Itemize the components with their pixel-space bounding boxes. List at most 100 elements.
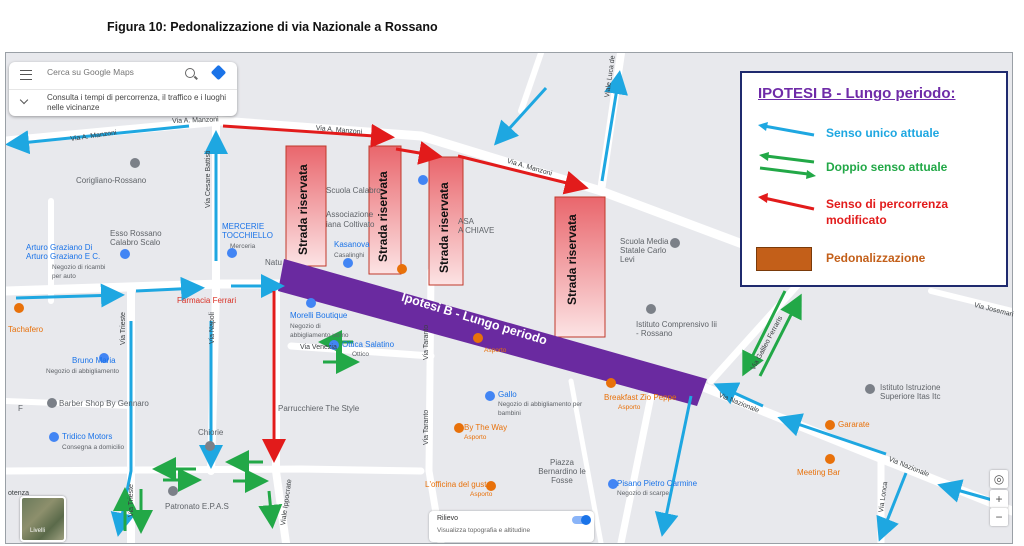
reserved-lane-2 (368, 145, 402, 275)
relief-layer-card[interactable]: Rilievo Visualizza topografia e altitudi… (429, 511, 594, 542)
poi-pin (130, 158, 140, 168)
search-input[interactable] (47, 67, 177, 77)
layers-label: Livelli (30, 528, 46, 534)
street-label-trieste-2: Via Trieste (128, 484, 135, 517)
place-tridico: Tridico Motors (62, 432, 113, 441)
reserved-lane-3 (428, 156, 464, 286)
place-gallo-sub: Negozio di abbigliamento per bambini (498, 401, 583, 417)
poi-pin (120, 249, 130, 259)
one-way-arrows (6, 70, 997, 542)
poi-pin (486, 481, 496, 491)
place-bruno: Bruno Maria (72, 356, 116, 365)
place-by-the-way-sub: Asporto (464, 434, 487, 441)
legend-one-way-icon (758, 122, 815, 137)
search-icon[interactable] (185, 68, 195, 78)
poi-pin (825, 420, 835, 430)
two-way-arrows (113, 290, 802, 534)
reserved-lane-label-2: Strada riservata (376, 171, 390, 262)
poi-pin (306, 298, 316, 308)
poi-markers (14, 158, 875, 496)
place-breakfast: Breakfast Zio Peppe (604, 393, 677, 402)
place-nat: Natu (265, 258, 282, 267)
place-bruno-sub: Negozio di abbigliamento (46, 368, 119, 375)
poi-pin (825, 454, 835, 464)
modified-direction-arrows (222, 123, 589, 463)
place-scuola-calabro: Scuola Calabro (326, 186, 381, 195)
place-tridico-sub: Consegna a domicilio (62, 444, 125, 451)
legend-label-two-way: Doppio senso attuale (826, 160, 948, 174)
search-row[interactable] (9, 62, 237, 86)
place-gararate: Gararate (838, 420, 870, 429)
place-associazione: Associazione (326, 210, 374, 219)
poi-pin (205, 441, 215, 451)
reserved-lanes (285, 145, 606, 338)
street-label-trieste-1: Via Trieste (120, 312, 127, 345)
place-asporto: Asporto (484, 347, 507, 354)
place-officina-sub: Asporto (470, 491, 493, 498)
street-label-venezia: Via Venezia (300, 344, 337, 351)
zoom-out-button[interactable]: − (990, 508, 1008, 526)
place-corigliano: Corigliano-Rossano (76, 176, 147, 185)
place-coltivatori: iana Coltivato (326, 220, 375, 229)
poi-pin (485, 391, 495, 401)
menu-icon[interactable] (20, 70, 32, 80)
street-label-potenza: otenza (8, 490, 30, 497)
chevron-down-icon[interactable] (19, 95, 29, 105)
reserved-lane-4 (554, 196, 606, 338)
place-istituto: Istituto Comprensivo Iii - Rossano (636, 320, 717, 338)
relief-title: Rilievo (437, 515, 459, 522)
place-officina: L'officina del gusto (425, 480, 491, 489)
place-casa-chiave: ASA A CHIAVE (458, 217, 495, 235)
place-pisano-sub: Negozio di scarpe (617, 490, 670, 497)
place-parrucchiere: Parrucchiere The Style (278, 404, 360, 413)
layers-button[interactable] (20, 496, 66, 542)
legend-box: IPOTESI B - Lungo periodo: Senso unico a… (740, 71, 1008, 287)
place-piazza: Piazza Bernardino le Fosse (538, 458, 586, 485)
place-farmacia: Farmacia Ferrari (177, 296, 237, 305)
zoom-in-button[interactable]: + (990, 490, 1008, 508)
locate-me-icon[interactable]: ◎ (990, 470, 1008, 488)
place-merceria-sub: Merceria (230, 243, 256, 250)
place-arturo: Arturo Graziano Di Arturo Graziano E C. (26, 243, 101, 261)
nearby-hint-text: Consulta i tempi di percorrenza, il traf… (47, 93, 227, 112)
place-f: F (18, 404, 23, 413)
legend-label-modified-2: modificato (826, 213, 887, 227)
place-scuola-media: Scuola Media Statale Carlo Levi (620, 237, 669, 264)
place-breakfast-sub: Asporto (618, 404, 641, 411)
poi-pin (865, 384, 875, 394)
place-barber: Barber Shop By Gennaro (59, 399, 149, 408)
place-tachafero: Tachafero (8, 325, 44, 334)
legend-label-pedestrian: Pedonalizzazione (826, 251, 926, 265)
legend-label-modified-1: Senso di percorrenza (826, 197, 949, 211)
place-pisano: Pisano Pietro Carmine (617, 479, 698, 488)
legend-label-one-way: Senso unico attuale (826, 126, 940, 140)
place-gallo: Gallo (498, 390, 517, 399)
poi-pin (418, 175, 428, 185)
place-morelli: Morelli Boutique (290, 311, 348, 320)
poi-pin (168, 486, 178, 496)
street-label-napoli: Via Napoli (209, 312, 216, 344)
maps-search-box[interactable]: Consulta i tempi di percorrenza, il traf… (9, 62, 237, 116)
directions-icon[interactable] (210, 64, 227, 81)
poi-pin (343, 258, 353, 268)
poi-pin (49, 432, 59, 442)
poi-pin (227, 248, 237, 258)
place-istituto-sup: Istituto Istruzione Superiore Itas Itc (880, 383, 941, 401)
poi-pin (606, 378, 616, 388)
figure-caption: Figura 10: Pedonalizzazione di via Nazio… (107, 20, 438, 34)
place-chiorie: Chiorie (198, 428, 224, 437)
zoom-controls[interactable]: ◎ + − (990, 470, 1008, 540)
poi-pin (14, 303, 24, 313)
poi-pin (473, 333, 483, 343)
nearby-hint-row[interactable]: Consulta i tempi di percorrenza, il traf… (9, 89, 237, 117)
legend-modified-icon (758, 193, 815, 211)
street-label-taranto-1: Via Taranto (423, 324, 430, 360)
place-by-the-way: By The Way (464, 423, 508, 432)
relief-toggle[interactable] (572, 515, 591, 525)
poi-pin (608, 479, 618, 489)
place-merceria: MERCERIE TOCCHIELLO (222, 222, 273, 240)
place-meeting: Meeting Bar (797, 468, 841, 477)
poi-pin (47, 398, 57, 408)
legend-two-way-icon (759, 152, 816, 179)
street-label-cesare-battisti: Via Cesare Battisti (205, 150, 212, 208)
